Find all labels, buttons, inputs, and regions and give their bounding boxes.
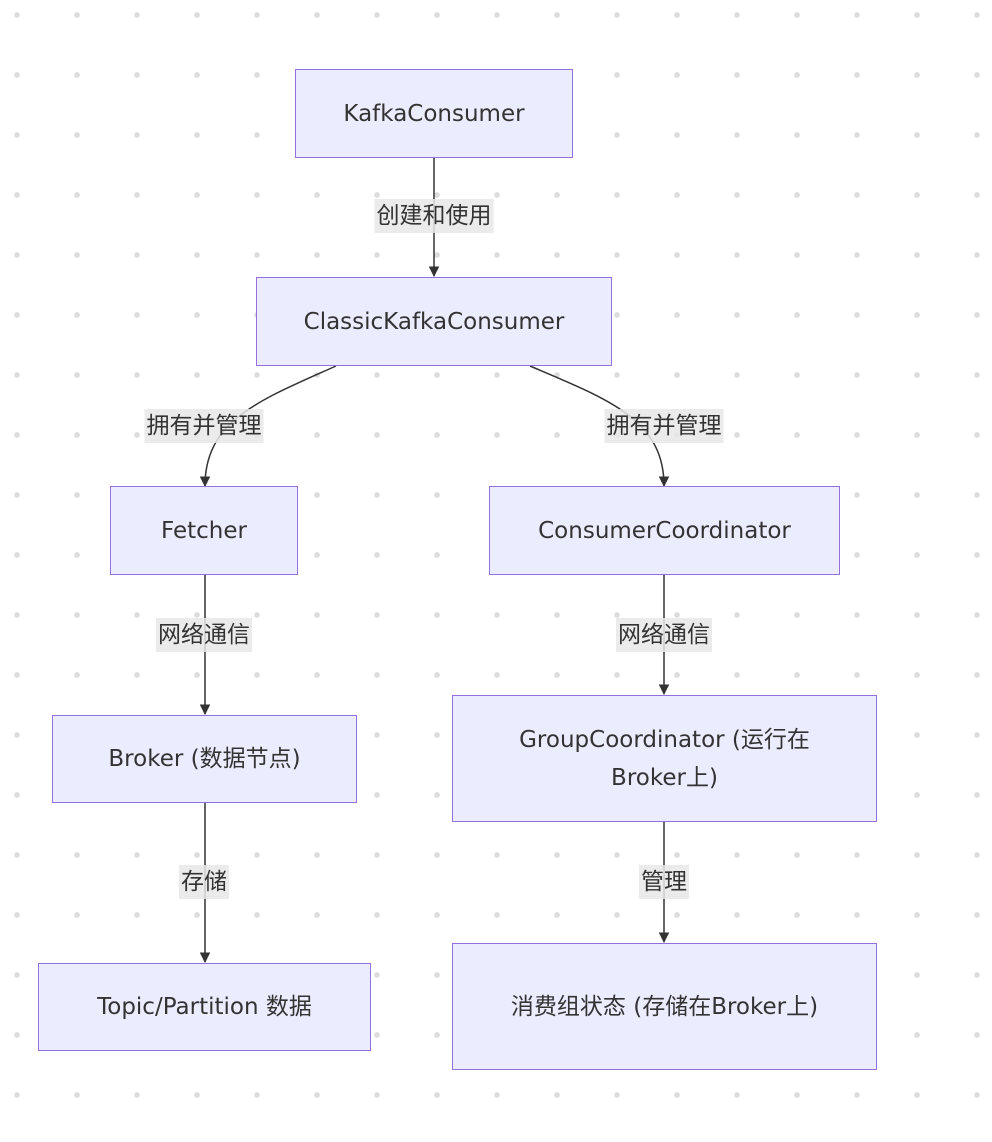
node-topic-partition-label: Topic/Partition 数据 <box>97 994 312 1020</box>
node-fetcher: Fetcher <box>110 486 298 575</box>
edge-label-network-left: 网络通信 <box>156 618 252 652</box>
node-kafka-consumer-label: KafkaConsumer <box>343 100 525 127</box>
node-broker: Broker (数据节点) <box>52 715 357 803</box>
node-classic-kafka-consumer: ClassicKafkaConsumer <box>256 277 612 366</box>
edge-label-own-manage-right: 拥有并管理 <box>604 409 724 443</box>
edge-label-manage: 管理 <box>639 865 689 899</box>
node-consumer-coordinator: ConsumerCoordinator <box>489 486 840 575</box>
node-consumer-coordinator-label: ConsumerCoordinator <box>538 517 791 544</box>
edge-label-create-use: 创建和使用 <box>374 199 494 233</box>
node-group-state: 消费组状态 (存储在Broker上) <box>452 943 877 1070</box>
node-classic-kafka-consumer-label: ClassicKafkaConsumer <box>303 308 565 335</box>
node-topic-partition: Topic/Partition 数据 <box>38 963 371 1051</box>
edge-label-network-right: 网络通信 <box>616 618 712 652</box>
node-group-state-label: 消费组状态 (存储在Broker上) <box>510 993 819 1020</box>
edge-label-own-manage-left: 拥有并管理 <box>144 409 264 443</box>
node-kafka-consumer: KafkaConsumer <box>295 69 573 158</box>
node-group-coordinator: GroupCoordinator (运行在Broker上) <box>452 695 877 822</box>
edge-label-storage: 存储 <box>179 865 229 899</box>
node-fetcher-label: Fetcher <box>161 517 247 544</box>
node-broker-label: Broker (数据节点) <box>108 746 301 772</box>
node-group-coordinator-label: GroupCoordinator (运行在Broker上) <box>519 726 810 791</box>
